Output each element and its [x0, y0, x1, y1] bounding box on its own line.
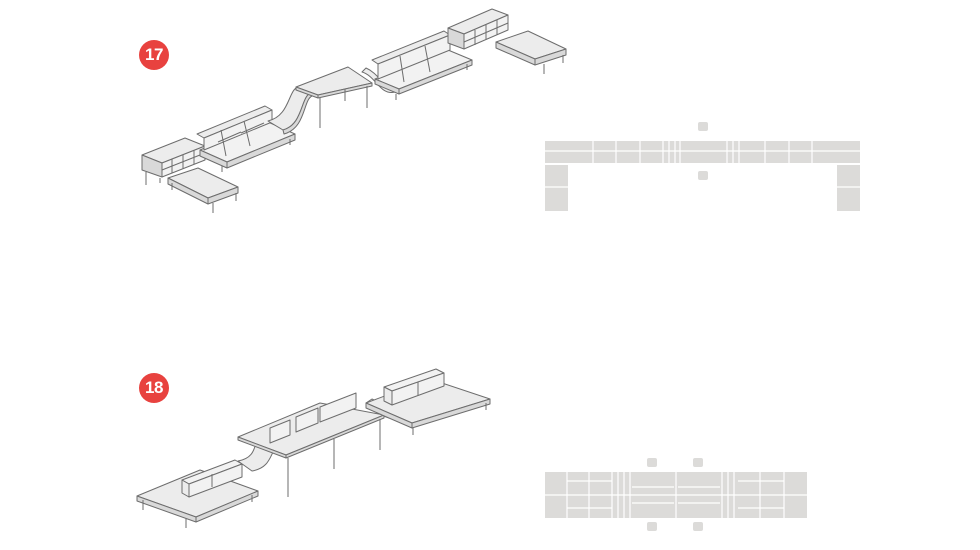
privacy-screen [319, 392, 357, 423]
left-corner-bench [167, 167, 239, 213]
privacy-screen [269, 419, 291, 444]
right-sofa [371, 30, 473, 100]
center-table [295, 66, 373, 128]
right-shelf-unit [447, 8, 509, 50]
floor-plan-17 [545, 122, 860, 211]
right-corner-bench [495, 30, 567, 74]
left-bench [136, 459, 259, 528]
left-sofa [196, 105, 296, 172]
configuration-18: 18 [0, 275, 980, 550]
isometric-drawing-18 [136, 368, 491, 528]
privacy-screen [295, 407, 319, 433]
left-shelf-unit [141, 137, 206, 185]
right-bench [365, 368, 491, 435]
configuration-number-badge: 18 [139, 373, 169, 403]
configuration-17: 17 [139, 8, 860, 213]
configuration-number-badge: 17 [139, 40, 169, 70]
isometric-drawing-17 [141, 8, 567, 213]
center-table [237, 392, 385, 497]
floor-plan-18 [545, 458, 807, 531]
